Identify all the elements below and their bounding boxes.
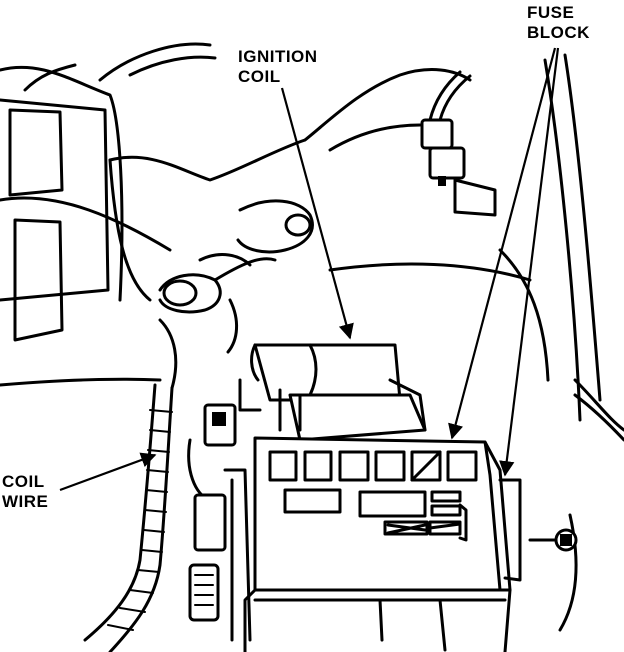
- fuse-block-label-line1: FUSE: [527, 3, 574, 22]
- hand-illustration: [108, 68, 472, 314]
- fuse-block-drawing: [243, 436, 522, 652]
- fuse-block-label: FUSE BLOCK: [527, 3, 590, 42]
- ignition-coil-label-line1: IGNITION: [238, 47, 318, 66]
- upper-connector: [420, 70, 497, 217]
- vehicle-body-outline: [0, 42, 217, 387]
- fuse-block-label-line2: BLOCK: [527, 23, 590, 42]
- coil-wire-leader: [59, 452, 157, 492]
- lower-outlines: [378, 598, 447, 652]
- ground-bolt-drawing: [528, 513, 578, 632]
- left-connector: [187, 403, 252, 642]
- coil-wire-label: COIL WIRE: [2, 472, 48, 511]
- ignition-coil-drawing: [238, 343, 427, 442]
- fuse-block-leaders: [448, 47, 560, 477]
- right-body-panel: [328, 53, 624, 442]
- ignition-coil-leader: [280, 87, 354, 340]
- ignition-coil-label: IGNITION COIL: [238, 47, 318, 86]
- coil-wire-label-line2: WIRE: [2, 492, 48, 511]
- ignition-coil-label-line2: COIL: [238, 67, 281, 86]
- coil-wire-drawing: [83, 298, 238, 652]
- coil-wire-label-line1: COIL: [2, 472, 45, 491]
